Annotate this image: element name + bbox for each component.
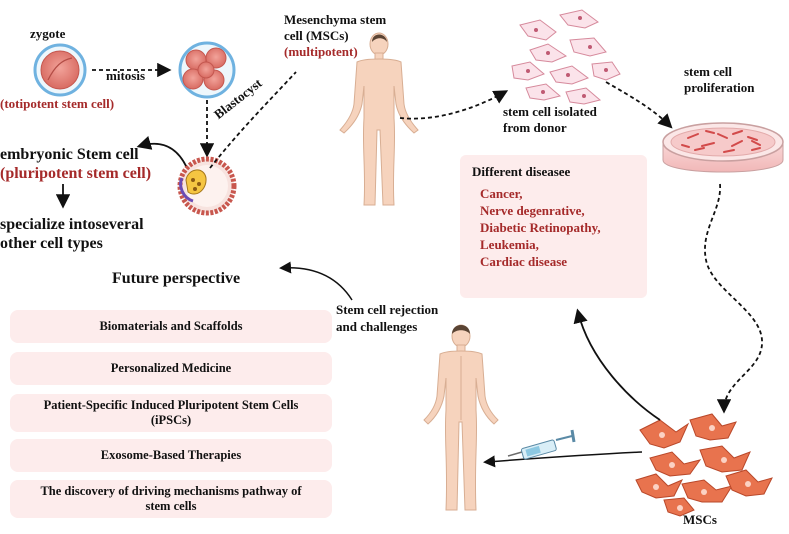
disease-item: Cancer, bbox=[480, 186, 523, 201]
perspective-box: Biomaterials and Scaffolds bbox=[10, 310, 332, 343]
patient-human-icon bbox=[423, 324, 499, 511]
rejection-label-1: Stem cell rejection bbox=[336, 302, 439, 317]
perspective-box: Patient-Specific Induced Pluripotent Ste… bbox=[10, 394, 332, 432]
pluripotent-label: (pluripotent stem cell) bbox=[0, 165, 152, 182]
perspective-box: Personalized Medicine bbox=[10, 352, 332, 385]
donor-human-icon bbox=[339, 32, 419, 206]
to-isolated-arrow bbox=[399, 90, 509, 120]
petri-dish-icon bbox=[662, 122, 784, 173]
blastocyst-icon bbox=[177, 156, 237, 216]
totipotent-label: (totipotent stem cell) bbox=[0, 96, 115, 111]
disease-item: Nerve degenrative, bbox=[480, 203, 585, 218]
disease-item: Cardiac disease bbox=[480, 254, 568, 269]
specialize-label-2: other cell types bbox=[0, 235, 103, 252]
msc-title-label-2: cell (MSCs) bbox=[284, 28, 349, 43]
proliferation-label-1: stem cell bbox=[684, 64, 733, 79]
rejection-label-2: and challenges bbox=[336, 319, 418, 334]
disease-box: Different diseasee Cancer, Nerve degenra… bbox=[460, 155, 647, 298]
mitosis-label: mitosis bbox=[106, 68, 145, 83]
to-mscs-arrow bbox=[704, 183, 763, 414]
perspective-text: The discovery of driving mechanisms path… bbox=[40, 484, 302, 513]
specialize-label-1: specialize intoseveral bbox=[0, 216, 144, 233]
msc-title-label-1: Mesenchyma stem bbox=[284, 12, 387, 27]
disease-item: Leukemia, bbox=[480, 237, 539, 252]
isolated-label-1: stem cell isolated bbox=[503, 104, 597, 119]
embryonic-label: embryonic Stem cell bbox=[0, 146, 139, 163]
mscs-cells-icon bbox=[635, 413, 773, 517]
perspective-text: Patient-Specific Induced Pluripotent Ste… bbox=[43, 398, 299, 427]
perspective-text: Biomaterials and Scaffolds bbox=[99, 319, 243, 333]
to-patient-arrow bbox=[483, 451, 643, 468]
syringe-icon bbox=[507, 429, 576, 460]
to-msc-arrow bbox=[209, 71, 297, 169]
morula-icon bbox=[178, 41, 236, 99]
perspective-box: The discovery of driving mechanisms path… bbox=[10, 480, 332, 518]
disease-title: Different diseasee bbox=[472, 164, 571, 179]
to-dish-arrow bbox=[605, 81, 673, 129]
to-future-arrow bbox=[279, 261, 353, 301]
multipotent-label: (multipotent) bbox=[284, 44, 358, 59]
zygote-icon bbox=[33, 43, 87, 97]
mscs-label: MSCs bbox=[683, 512, 717, 527]
disease-item: Diabetic Retinopathy, bbox=[480, 220, 601, 235]
isolated-label-2: from donor bbox=[503, 120, 567, 135]
perspective-text: Personalized Medicine bbox=[110, 361, 232, 375]
zygote-label: zygote bbox=[30, 26, 66, 41]
to-embryonic-arrow bbox=[136, 136, 187, 167]
to-disease-arrow bbox=[573, 308, 661, 421]
isolated-cells-icon bbox=[511, 9, 621, 105]
proliferation-label-2: proliferation bbox=[684, 80, 755, 95]
future-perspective-title: Future perspective bbox=[112, 270, 241, 287]
perspective-text: Exosome-Based Therapies bbox=[100, 448, 242, 462]
perspective-box: Exosome-Based Therapies bbox=[10, 439, 332, 472]
